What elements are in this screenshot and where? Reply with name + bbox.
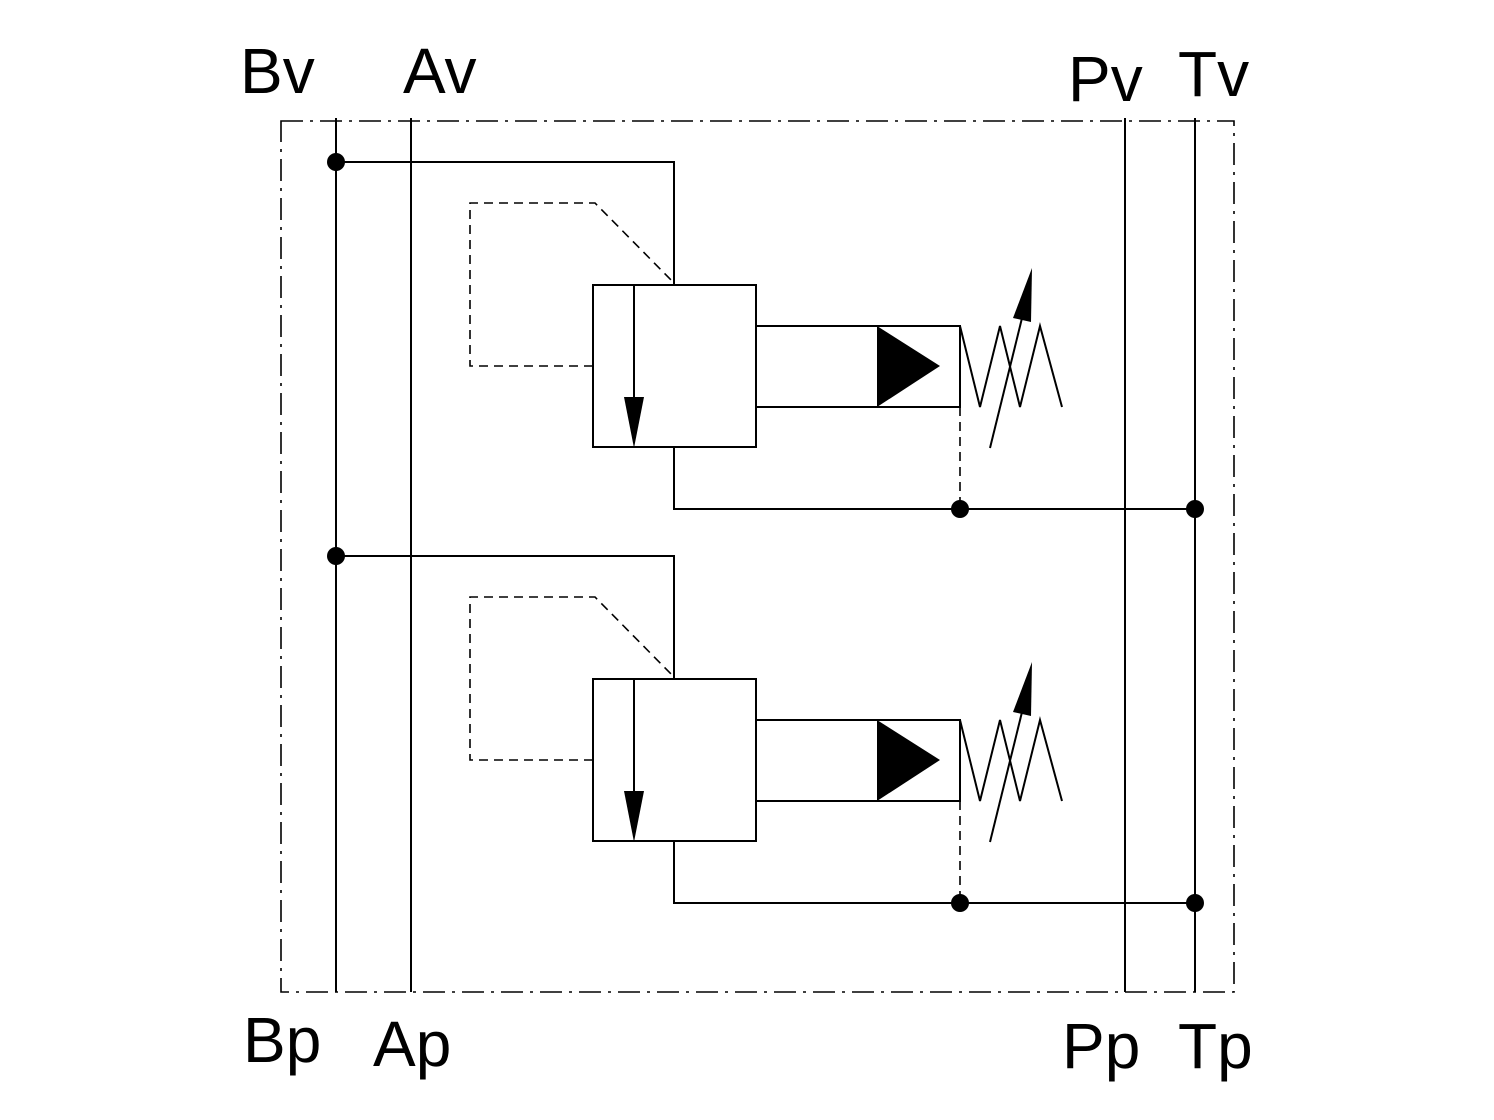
relief-valve-upper [326,152,1205,519]
manifold-boundary [280,120,1235,993]
port-label-pp: Pp [1062,1010,1140,1082]
port-label-av: Av [403,35,477,107]
port-label-pv: Pv [1068,43,1143,115]
port-label-tv: Tv [1178,38,1249,110]
port-label-bv: Bv [240,35,315,107]
port-label-bp: Bp [243,1004,321,1076]
port-label-tp: Tp [1178,1010,1253,1082]
port-label-ap: Ap [373,1008,451,1080]
relief-valve-lower [326,546,1205,913]
